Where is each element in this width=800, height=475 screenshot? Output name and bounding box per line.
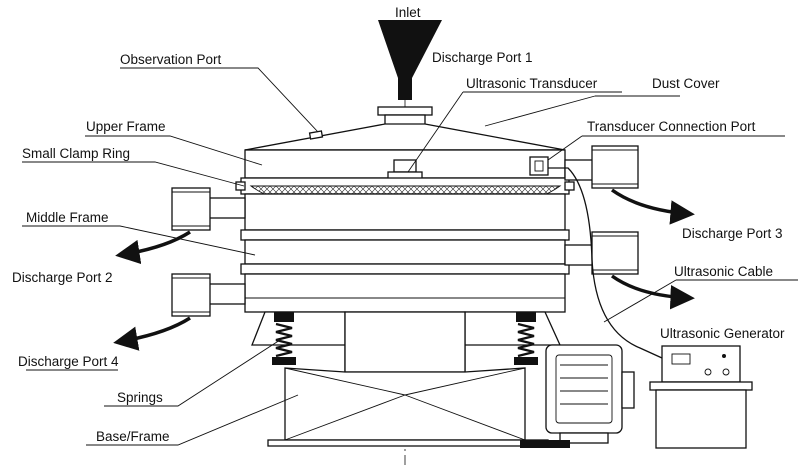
top-collar xyxy=(377,106,433,126)
label-inlet: Inlet xyxy=(395,5,421,20)
label-discharge-port-4: Discharge Port 4 xyxy=(18,354,119,369)
label-ultrasonic-generator: Ultrasonic Generator xyxy=(660,326,785,341)
discharge-port-4-spout xyxy=(171,273,246,317)
label-small-clamp-ring: Small Clamp Ring xyxy=(22,146,130,161)
label-ultrasonic-transducer: Ultrasonic Transducer xyxy=(466,76,598,91)
label-discharge-port-2: Discharge Port 2 xyxy=(12,270,113,285)
arrow-discharge-3 xyxy=(610,188,695,225)
label-transducer-connection-port: Transducer Connection Port xyxy=(587,119,756,134)
discharge-port-right-lower-spout xyxy=(564,231,639,275)
vibration-motor xyxy=(520,344,635,448)
label-discharge-port-1: Discharge Port 1 xyxy=(432,50,533,65)
label-base-frame: Base/Frame xyxy=(96,429,170,444)
arrow-discharge-4 xyxy=(113,316,191,351)
label-discharge-port-3: Discharge Port 3 xyxy=(682,226,783,241)
ultrasonic-cable xyxy=(548,167,663,359)
dust-cover xyxy=(244,123,566,151)
label-observation-port: Observation Port xyxy=(120,52,222,67)
label-middle-frame: Middle Frame xyxy=(26,210,109,225)
transducer-connection-port xyxy=(529,156,549,176)
middle-frame xyxy=(240,193,570,313)
label-upper-frame: Upper Frame xyxy=(86,119,166,134)
label-springs: Springs xyxy=(117,390,163,405)
spring-left xyxy=(272,312,296,365)
observation-port xyxy=(308,130,324,140)
label-dust-cover: Dust Cover xyxy=(652,76,720,91)
discharge-port-2-spout xyxy=(171,187,246,231)
arrow-discharge-right-lower xyxy=(610,274,695,310)
inlet-funnel xyxy=(378,20,442,100)
arrow-discharge-2 xyxy=(115,230,191,265)
ultrasonic-generator-unit xyxy=(649,345,753,449)
discharge-port-3-spout xyxy=(564,145,639,189)
spring-right xyxy=(514,312,538,365)
base-frame xyxy=(251,311,562,447)
leader-lines xyxy=(22,67,798,446)
label-ultrasonic-cable: Ultrasonic Cable xyxy=(674,264,773,279)
